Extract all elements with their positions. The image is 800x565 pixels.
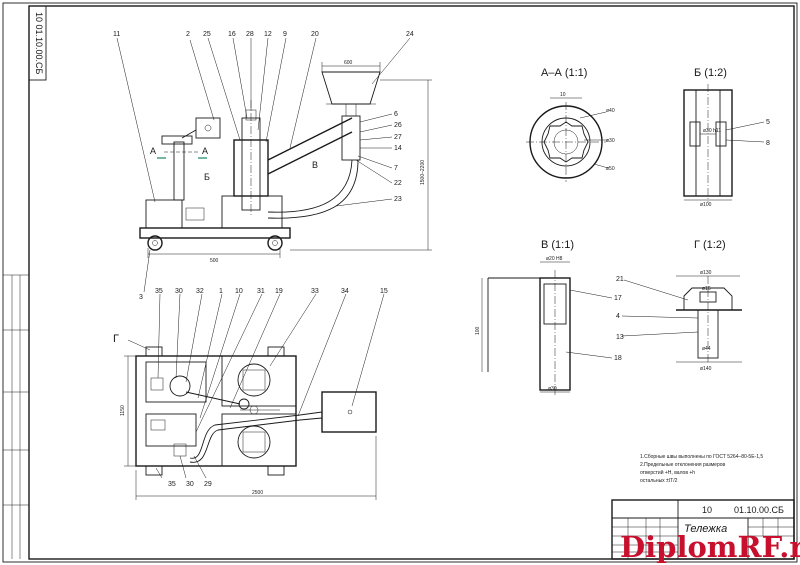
section-g [621,275,742,364]
side-leader-12: 12 [264,31,272,38]
section-v-dim-30: ø30 [548,386,557,392]
side-view [116,37,432,293]
section-v [481,261,613,396]
side-leader-7: 7 [394,165,398,172]
side-leader-26: 26 [394,122,402,129]
plan-dim-1150: 1150 [120,405,126,416]
plan-leader-1: 1 [219,288,223,295]
side-leader-11: 11 [113,31,120,38]
plan-leader-35-bottom: 35 [168,481,176,488]
plan-view [124,293,385,500]
section-g-title: Г (1:2) [694,239,726,251]
side-leader-24: 24 [406,31,414,38]
section-b-dim-30: ø30 h11 [703,128,721,134]
rotated-drawing-code: 10 01.10.00.СБ [34,12,44,75]
plan-dim-2500: 2500 [252,490,263,496]
plan-leader-15: 15 [380,288,388,295]
section-b-dim-100: ø100 [700,202,712,208]
section-v-dim-100: 100 [475,326,481,335]
plan-leader-33: 33 [311,288,319,295]
side-leader-25: 25 [203,31,211,38]
section-b-leader-5: 5 [766,119,770,126]
section-v-title: В (1:1) [541,239,574,251]
section-aa-dim-50: ø50 [606,166,615,172]
title-name: Тележка [684,523,727,535]
title-block [611,499,795,560]
section-g-leader-21: 21 [616,276,624,283]
section-g-dim-130: ø130 [700,270,712,276]
section-b-leader-8: 8 [766,140,770,147]
watermark-text: DiplomRF.ru [620,530,800,564]
plan-leader-35: 35 [155,288,163,295]
side-leader-6: 6 [394,111,398,118]
section-mark-a-right: А [202,146,208,156]
plan-leader-19: 19 [275,288,283,295]
side-dim-500: 500 [210,258,219,264]
side-leader-2: 2 [186,31,190,38]
side-leader-16: 16 [228,31,236,38]
plan-leader-31: 31 [257,288,265,295]
section-mark-b: Б [204,172,210,182]
section-aa-dim-10: 10 [560,92,566,98]
section-b [683,84,765,202]
section-g-dim-16: ø16 [702,286,711,292]
section-g-leader-13: 13 [616,334,624,341]
plan-leader-30-bottom: 30 [186,481,194,488]
side-leader-27: 27 [394,134,402,141]
plan-leader-32: 32 [196,288,204,295]
note-line-1: 1.Сборные швы выполнены по ГОСТ 5264–80-… [640,454,763,460]
note-line-2: 2.Предельные отклонения размеров [640,462,726,468]
side-dim-600: 600 [344,60,353,66]
note-line-3: отверстий +Н, валов +h [640,469,695,476]
plan-marker-g: Г [113,333,119,345]
section-v-leader-18: 18 [614,355,622,362]
side-leader-23: 23 [394,196,402,203]
plan-leader-34: 34 [341,288,349,295]
title-sheet-number: 10 [702,505,712,515]
section-g-dim-44: ø44 [702,346,711,352]
section-aa-dim-40: ø40 [606,108,615,114]
section-v-leader-17: 17 [614,295,622,302]
plan-leader-30: 30 [175,288,183,295]
section-v-dim-20: ø20 H8 [546,256,563,262]
section-aa-title: А–А (1:1) [541,67,587,79]
plan-leader-29: 29 [204,481,212,488]
note-line-4: остальных ±IT/2 [640,478,678,484]
section-b-title: Б (1:2) [694,67,727,79]
section-aa-dim-30: ø30 [606,138,615,144]
side-leader-14: 14 [394,145,402,152]
section-g-dim-140: ø140 [700,366,712,372]
section-mark-a-left: А [150,146,156,156]
side-leader-28: 28 [246,31,254,38]
side-leader-20: 20 [311,31,319,38]
title-designation: 01.10.00.СБ [734,505,784,515]
side-leader-9: 9 [283,31,287,38]
side-dim-height: 1500–2200 [420,160,426,185]
section-g-leader-4: 4 [616,313,620,320]
section-aa [526,97,609,182]
side-leader-22: 22 [394,180,402,187]
section-mark-v: В [312,160,318,170]
plan-leader-10: 10 [235,288,243,295]
side-leader-3: 3 [139,294,143,301]
